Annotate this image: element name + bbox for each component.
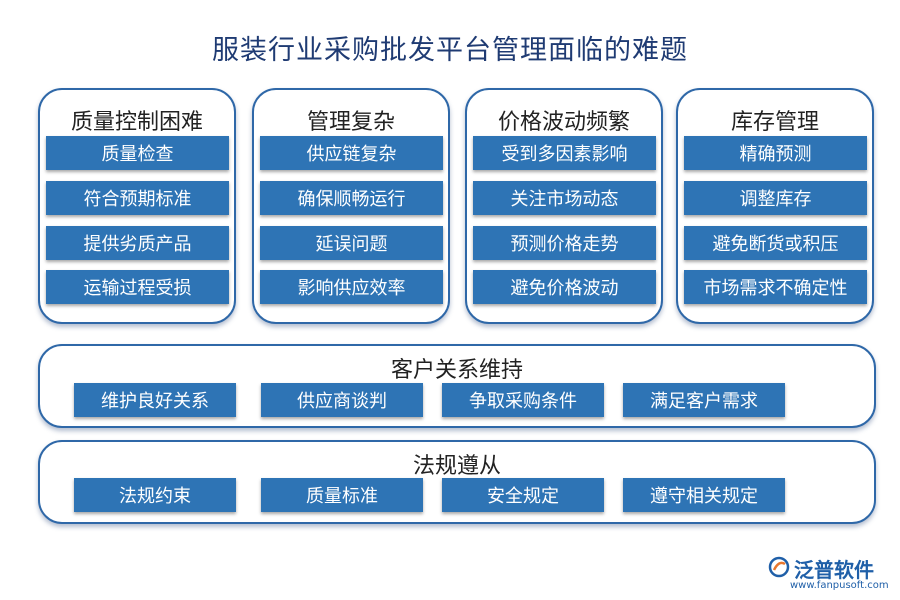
item-box: 关注市场动态 <box>473 181 656 215</box>
item-box: 避免断货或积压 <box>684 226 867 260</box>
item-box: 避免价格波动 <box>473 270 656 304</box>
panel-title: 法规遵从 <box>412 454 501 479</box>
item-box: 法规约束 <box>74 478 236 512</box>
item-box: 遵守相关规定 <box>623 478 785 512</box>
item-box: 受到多因素影响 <box>473 136 656 170</box>
panel-quality-control: 质量控制困难 质量检查 符合预期标准 提供劣质产品 运输过程受损 <box>38 88 236 324</box>
panel-title: 库存管理 <box>730 110 819 135</box>
item-box: 精确预测 <box>684 136 867 170</box>
item-box: 争取采购条件 <box>442 383 604 417</box>
logo-mark-icon <box>768 556 790 578</box>
item-box: 安全规定 <box>442 478 604 512</box>
item-box: 确保顺畅运行 <box>260 181 443 215</box>
item-box: 调整库存 <box>684 181 867 215</box>
panel-regulatory-compliance: 法规遵从 法规约束 质量标准 安全规定 遵守相关规定 <box>38 440 876 524</box>
item-box: 提供劣质产品 <box>46 226 229 260</box>
logo-name: 泛普软件 <box>794 558 874 582</box>
panel-title: 价格波动频繁 <box>497 110 630 135</box>
item-box: 满足客户需求 <box>623 383 785 417</box>
page-title: 服装行业采购批发平台管理面临的难题 <box>212 35 688 66</box>
panel-title: 客户关系维持 <box>390 358 523 383</box>
item-box: 质量检查 <box>46 136 229 170</box>
brand-logo: 泛普软件 www.fanpusoft.com <box>768 554 889 594</box>
item-box: 维护良好关系 <box>74 383 236 417</box>
logo-url: www.fanpusoft.com <box>790 580 889 591</box>
panel-inventory-management: 库存管理 精确预测 调整库存 避免断货或积压 市场需求不确定性 <box>676 88 874 324</box>
item-box: 预测价格走势 <box>473 226 656 260</box>
panel-title: 质量控制困难 <box>70 110 203 135</box>
item-box: 市场需求不确定性 <box>684 270 867 304</box>
item-box: 延误问题 <box>260 226 443 260</box>
item-box: 供应商谈判 <box>261 383 423 417</box>
item-box: 符合预期标准 <box>46 181 229 215</box>
item-box: 质量标准 <box>261 478 423 512</box>
panel-customer-relations: 客户关系维持 维护良好关系 供应商谈判 争取采购条件 满足客户需求 <box>38 344 876 428</box>
item-box: 供应链复杂 <box>260 136 443 170</box>
item-box: 影响供应效率 <box>260 270 443 304</box>
panel-title: 管理复杂 <box>306 110 395 135</box>
item-box: 运输过程受损 <box>46 270 229 304</box>
panel-management-complexity: 管理复杂 供应链复杂 确保顺畅运行 延误问题 影响供应效率 <box>252 88 450 324</box>
panel-price-fluctuation: 价格波动频繁 受到多因素影响 关注市场动态 预测价格走势 避免价格波动 <box>465 88 663 324</box>
